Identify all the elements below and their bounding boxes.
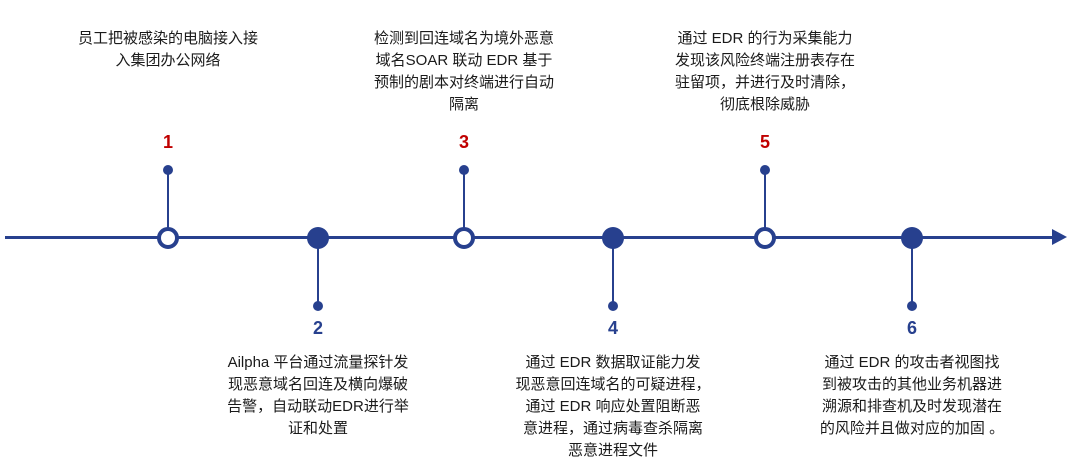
timeline-step-2: Ailpha 平台通过流量探针发 现恶意域名回连及横向爆破 告警，自动联动EDR… <box>203 0 433 475</box>
step-connector-dot <box>163 165 173 175</box>
step-description: 检测到回连域名为境外恶意 域名SOAR 联动 EDR 基于 预制的剧本对终端进行… <box>373 30 554 113</box>
step-description: 员工把被感染的电脑接入接 入集团办公网络 <box>77 30 258 69</box>
timeline-step-3: 检测到回连域名为境外恶意 域名SOAR 联动 EDR 基于 预制的剧本对终端进行… <box>349 0 579 475</box>
step-marker-hollow-circle <box>157 227 179 249</box>
step-connector-dot <box>608 301 618 311</box>
step-marker-hollow-circle <box>453 227 475 249</box>
timeline-arrow-icon <box>1052 229 1067 245</box>
step-marker-filled-circle <box>307 227 329 249</box>
step-marker-filled-circle <box>602 227 624 249</box>
step-connector-dot <box>313 301 323 311</box>
step-description: 通过 EDR 的行为采集能力 发现该风险终端注册表存在 驻留项，并进行及时清除，… <box>674 30 855 113</box>
step-marker-hollow-circle <box>754 227 776 249</box>
step-connector-dot <box>760 165 770 175</box>
step-connector-line <box>317 248 319 304</box>
timeline-step-4: 通过 EDR 数据取证能力发 现恶意回连域名的可疑进程， 通过 EDR 响应处置… <box>498 0 728 475</box>
timeline-step-5: 通过 EDR 的行为采集能力 发现该风险终端注册表存在 驻留项，并进行及时清除，… <box>650 0 880 475</box>
timeline-step-6: 通过 EDR 的攻击者视图找 到被攻击的其他业务机器进 溯源和排查机及时发现潜在… <box>797 0 1027 475</box>
step-connector-line <box>612 248 614 304</box>
step-number: 4 <box>607 318 618 338</box>
timeline-axis <box>5 236 1053 239</box>
step-marker-filled-circle <box>901 227 923 249</box>
step-connector-line <box>764 172 766 228</box>
step-connector-line <box>463 172 465 228</box>
timeline-step-1: 员工把被感染的电脑接入接 入集团办公网络 1 <box>53 0 283 475</box>
step-connector-line <box>911 248 913 304</box>
step-number: 5 <box>759 132 770 152</box>
step-number: 3 <box>458 132 469 152</box>
step-connector-line <box>167 172 169 228</box>
step-connector-dot <box>459 165 469 175</box>
step-number: 6 <box>906 318 917 338</box>
step-number: 1 <box>162 132 173 152</box>
step-description: 通过 EDR 数据取证能力发 现恶意回连域名的可疑进程， 通过 EDR 响应处置… <box>515 354 711 459</box>
step-description: Ailpha 平台通过流量探针发 现恶意域名回连及横向爆破 告警，自动联动EDR… <box>227 354 409 437</box>
step-connector-dot <box>907 301 917 311</box>
step-description: 通过 EDR 的攻击者视图找 到被攻击的其他业务机器进 溯源和排查机及时发现潜在… <box>819 354 1005 437</box>
step-number: 2 <box>312 318 323 338</box>
